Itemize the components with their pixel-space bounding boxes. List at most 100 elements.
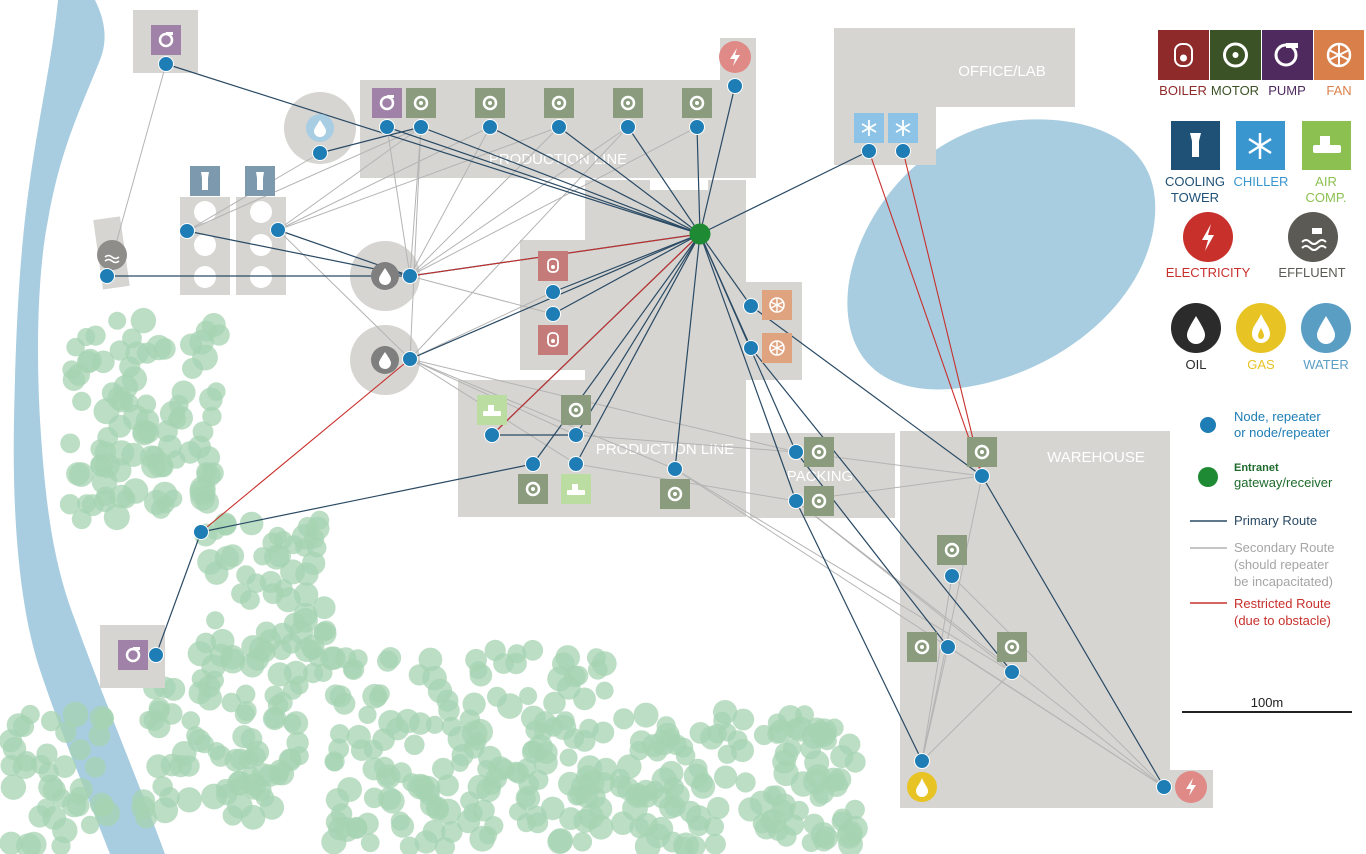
label-production-line-top: PRODUCTION LINE [489,151,627,168]
tree [94,797,114,817]
tree [613,708,635,730]
tree [438,699,460,722]
tree [221,544,245,568]
repeater-node[interactable] [193,524,209,540]
tree [41,710,62,732]
repeater-node[interactable] [402,268,418,284]
repeater-node[interactable] [545,306,561,322]
tree [258,629,282,652]
tree [815,826,838,850]
fan-icon [762,290,792,320]
repeater-node[interactable] [148,647,164,663]
tree [146,334,172,361]
tree [591,651,617,676]
air-comp-icon [1313,136,1341,153]
pump-icon [1274,43,1298,67]
repeater-node[interactable] [788,493,804,509]
repeater-node[interactable] [482,119,498,135]
tree [441,716,462,737]
tree [838,733,861,756]
secondary-route [409,126,422,277]
primary-route [795,451,949,648]
tree [372,728,395,751]
tree [547,666,573,692]
repeater-node[interactable] [312,145,328,161]
repeater-node[interactable] [788,444,804,460]
tree [84,756,106,778]
motor-icon [682,88,712,118]
repeater-node[interactable] [270,222,286,238]
tree [293,607,318,633]
repeater-node[interactable] [1004,664,1020,680]
tree [559,748,578,767]
repeater-node[interactable] [861,143,877,159]
repeater-node[interactable] [944,568,960,584]
tree [121,442,146,467]
tree [81,494,104,517]
repeater-node[interactable] [413,119,429,135]
repeater-node[interactable] [667,461,683,477]
tree [418,647,443,672]
tree [330,724,350,744]
tree [844,751,866,773]
tree [236,684,256,704]
boiler-icon [1174,43,1193,67]
repeater-node[interactable] [1156,779,1172,795]
secondary-route [795,500,1165,788]
repeater-node[interactable] [545,284,561,300]
gas-icon [1252,314,1270,343]
repeater-node[interactable] [743,298,759,314]
tree [171,741,197,766]
tree [659,796,682,819]
tree [370,684,390,704]
secondary-route [921,475,983,762]
legend-gateway-brand: Entranet [1234,462,1279,474]
tree [572,832,593,852]
motor-icon [406,88,436,118]
repeater-node[interactable] [525,456,541,472]
repeater-node[interactable] [402,351,418,367]
repeater-node[interactable] [484,427,500,443]
secondary-route [106,63,167,277]
motor-icon [613,88,643,118]
tree [376,764,401,789]
tree [69,739,91,761]
tree [207,382,226,401]
tree [293,582,319,607]
tree [484,816,504,836]
secondary-route [409,126,560,277]
repeater-node[interactable] [179,223,195,239]
repeater-node[interactable] [568,456,584,472]
repeater-node[interactable] [743,340,759,356]
repeater-node[interactable] [727,78,743,94]
primary-route [532,233,701,465]
repeater-node[interactable] [568,427,584,443]
repeater-node[interactable] [158,56,174,72]
tree [131,795,156,820]
tree [242,773,267,797]
tree [422,819,446,843]
tree [325,788,350,812]
gateway-node[interactable] [689,223,711,245]
repeater-node[interactable] [895,143,911,159]
repeater-node[interactable] [940,639,956,655]
secondary-route [409,126,422,360]
tree [487,686,507,707]
tree [239,589,260,610]
repeater-node[interactable] [379,119,395,135]
label-office-lab: OFFICE/LAB [958,63,1046,80]
repeater-node[interactable] [551,119,567,135]
tree [240,728,263,750]
tree [543,691,566,715]
repeater-node[interactable] [974,468,990,484]
repeater-node[interactable] [620,119,636,135]
legend-cooling-tower-label-2: TOWER [1171,190,1219,205]
repeater-node[interactable] [689,119,705,135]
pump-icon [372,88,402,118]
repeater-node[interactable] [99,268,115,284]
tree [811,718,838,745]
tree [109,340,130,361]
repeater-node[interactable] [914,753,930,769]
legend-gateway-label: gateway/receiver [1234,475,1333,490]
tree [162,677,186,701]
